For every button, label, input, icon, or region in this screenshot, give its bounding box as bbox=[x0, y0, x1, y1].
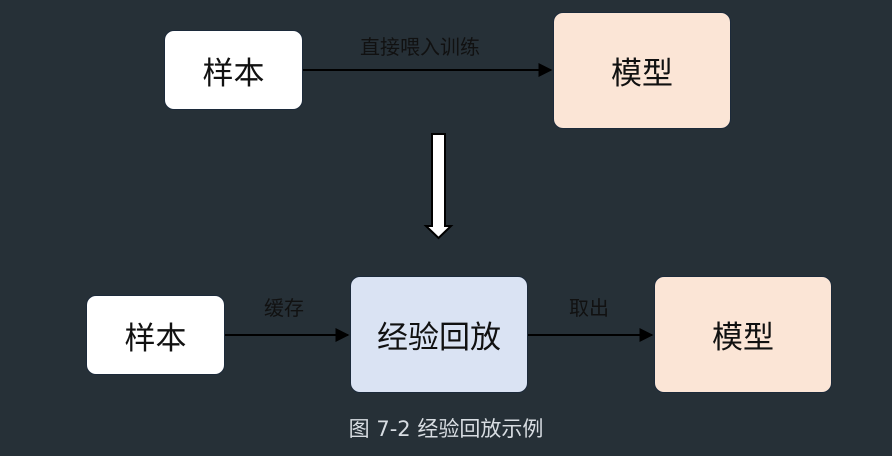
top-sample-box: 样本 bbox=[164, 30, 303, 110]
bottom-sample-box: 样本 bbox=[86, 295, 225, 375]
experience-replay-label: 经验回放 bbox=[377, 320, 501, 356]
down-arrow-transition bbox=[423, 133, 454, 240]
bottom-sample-label: 样本 bbox=[124, 320, 187, 357]
top-edge-label: 直接喂入训练 bbox=[360, 35, 480, 59]
take-out-edge-label: 取出 bbox=[569, 296, 609, 320]
bottom-model-box: 模型 bbox=[654, 276, 832, 393]
figure-caption: 图 7-2 经验回放示例 bbox=[348, 417, 544, 441]
cache-edge-label: 缓存 bbox=[264, 296, 304, 320]
experience-replay-box: 经验回放 bbox=[350, 276, 528, 393]
top-model-box: 模型 bbox=[553, 12, 731, 129]
bottom-model-label: 模型 bbox=[712, 320, 774, 356]
top-model-label: 模型 bbox=[611, 56, 673, 92]
top-sample-label: 样本 bbox=[202, 55, 265, 92]
